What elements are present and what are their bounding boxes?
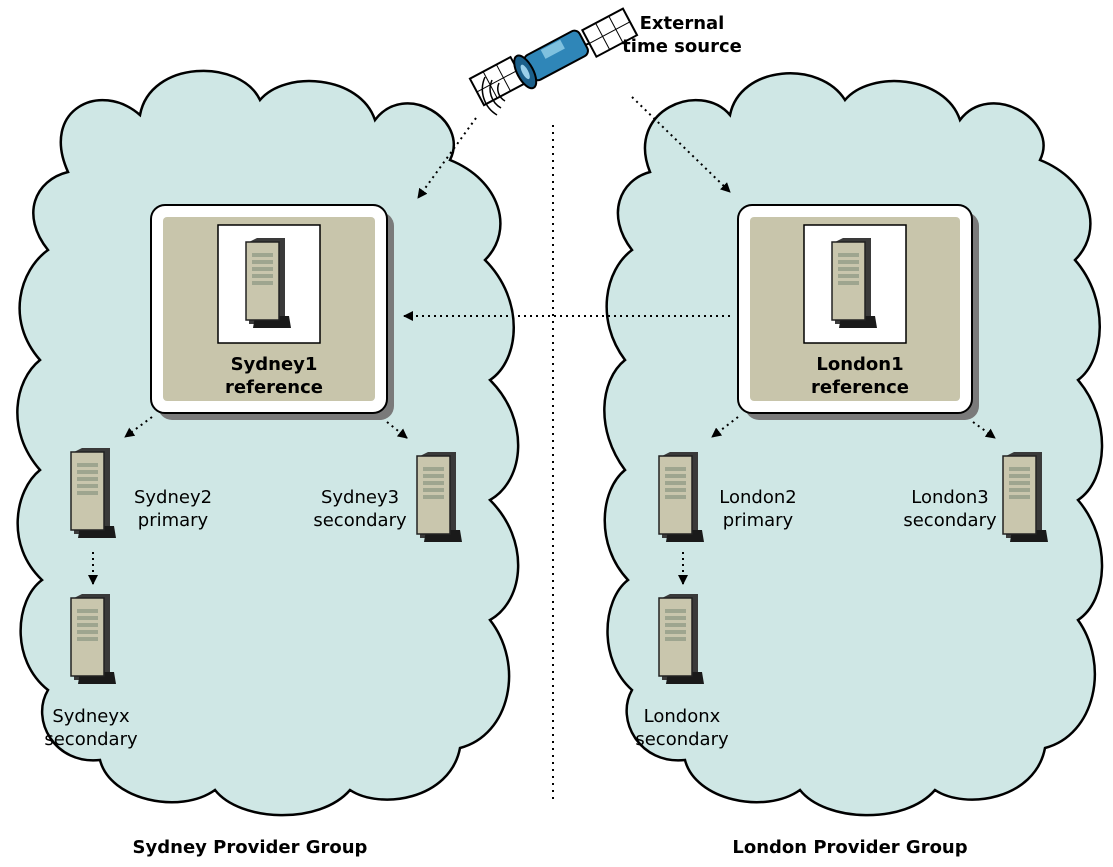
london1-label: London1 reference [780, 353, 940, 399]
sydneyx-role: secondary [44, 729, 138, 750]
london3-server-icon [1002, 451, 1049, 543]
london3-name: London3 [911, 487, 989, 508]
londonx-name: Londonx [643, 706, 721, 727]
sydney3-server-icon [416, 451, 463, 543]
external-source-line2: time source [622, 36, 742, 57]
london-cloud [603, 72, 1104, 817]
sydney1-label: Sydney1 reference [194, 353, 354, 399]
sydney2-role: primary [137, 510, 209, 531]
london1-server-icon [831, 237, 878, 329]
external-source-label: External time source [612, 12, 752, 58]
londonx-label: Londonx secondary [627, 705, 737, 751]
sync-arrows [88, 96, 996, 585]
london1-name: London1 [816, 354, 904, 375]
sydney2-name: Sydney2 [133, 487, 213, 508]
sydney3-name: Sydney3 [320, 487, 400, 508]
london3-label: London3 secondary [895, 486, 1005, 532]
sydney2-label: Sydney2 primary [118, 486, 228, 532]
sydney1-name: Sydney1 [230, 354, 318, 375]
sydney3-label: Sydney3 secondary [305, 486, 415, 532]
arrow-london1-to-london3 [972, 421, 996, 439]
sydney-cloud [16, 69, 520, 817]
sydney-group-caption: Sydney Provider Group [132, 837, 368, 858]
londonx-server-icon [658, 593, 705, 685]
sydneyx-server-icon [70, 593, 117, 685]
london2-role: primary [722, 510, 794, 531]
london2-server-icon [658, 451, 705, 543]
external-source-line1: External [639, 13, 725, 34]
london-group-caption: London Provider Group [732, 837, 968, 858]
london1-role: reference [811, 377, 909, 398]
london3-role: secondary [903, 510, 997, 531]
satellite-icon [468, 7, 639, 116]
arrow-sat-to-sydney1 [417, 117, 477, 199]
arrow-sydney1-to-sydney3 [386, 421, 408, 439]
sydney3-role: secondary [313, 510, 407, 531]
london2-label: London2 primary [703, 486, 813, 532]
londonx-role: secondary [635, 729, 729, 750]
sydney2-server-icon [70, 447, 117, 539]
sydney1-server-icon [245, 237, 292, 329]
sydney1-role: reference [225, 377, 323, 398]
sydneyx-label: Sydneyx secondary [36, 705, 146, 751]
london2-name: London2 [719, 487, 797, 508]
sydneyx-name: Sydneyx [52, 706, 130, 727]
